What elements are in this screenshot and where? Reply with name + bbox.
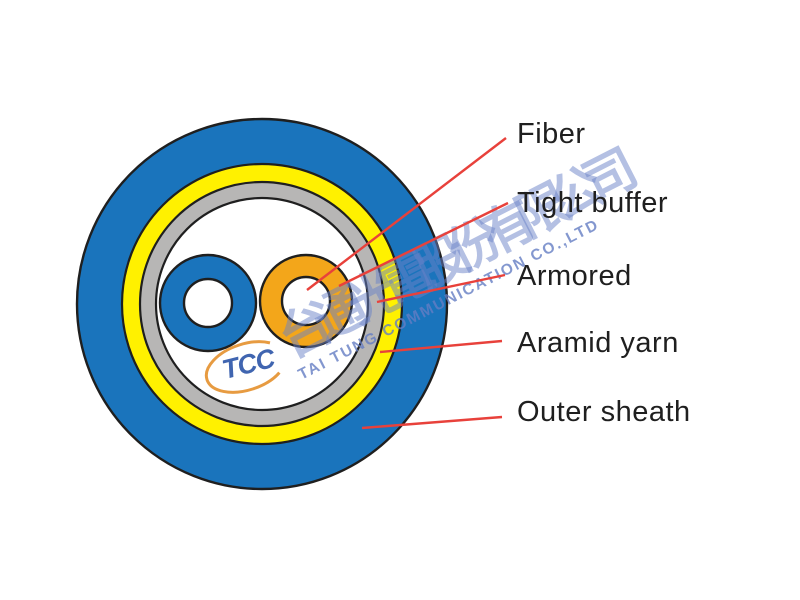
leader-line-fiber (306, 137, 507, 291)
tcc-logo: TCC (200, 333, 292, 401)
label-tight-buffer: Tight buffer (517, 187, 669, 219)
leader-line-armored (376, 273, 506, 304)
label-outer-sheath: Outer sheath (517, 396, 691, 428)
label-fiber: Fiber (517, 118, 586, 150)
leader-line-aramid-yarn (379, 339, 503, 354)
left-fiber-core (182, 277, 234, 329)
tcc-logo-swoosh-icon (204, 340, 288, 394)
label-aramid-yarn: Aramid yarn (517, 327, 679, 359)
label-armored: Armored (517, 260, 632, 292)
leader-line-outer-sheath (361, 415, 503, 430)
leader-line-tight-buffer (338, 201, 509, 288)
right-fiber-core (280, 275, 332, 327)
